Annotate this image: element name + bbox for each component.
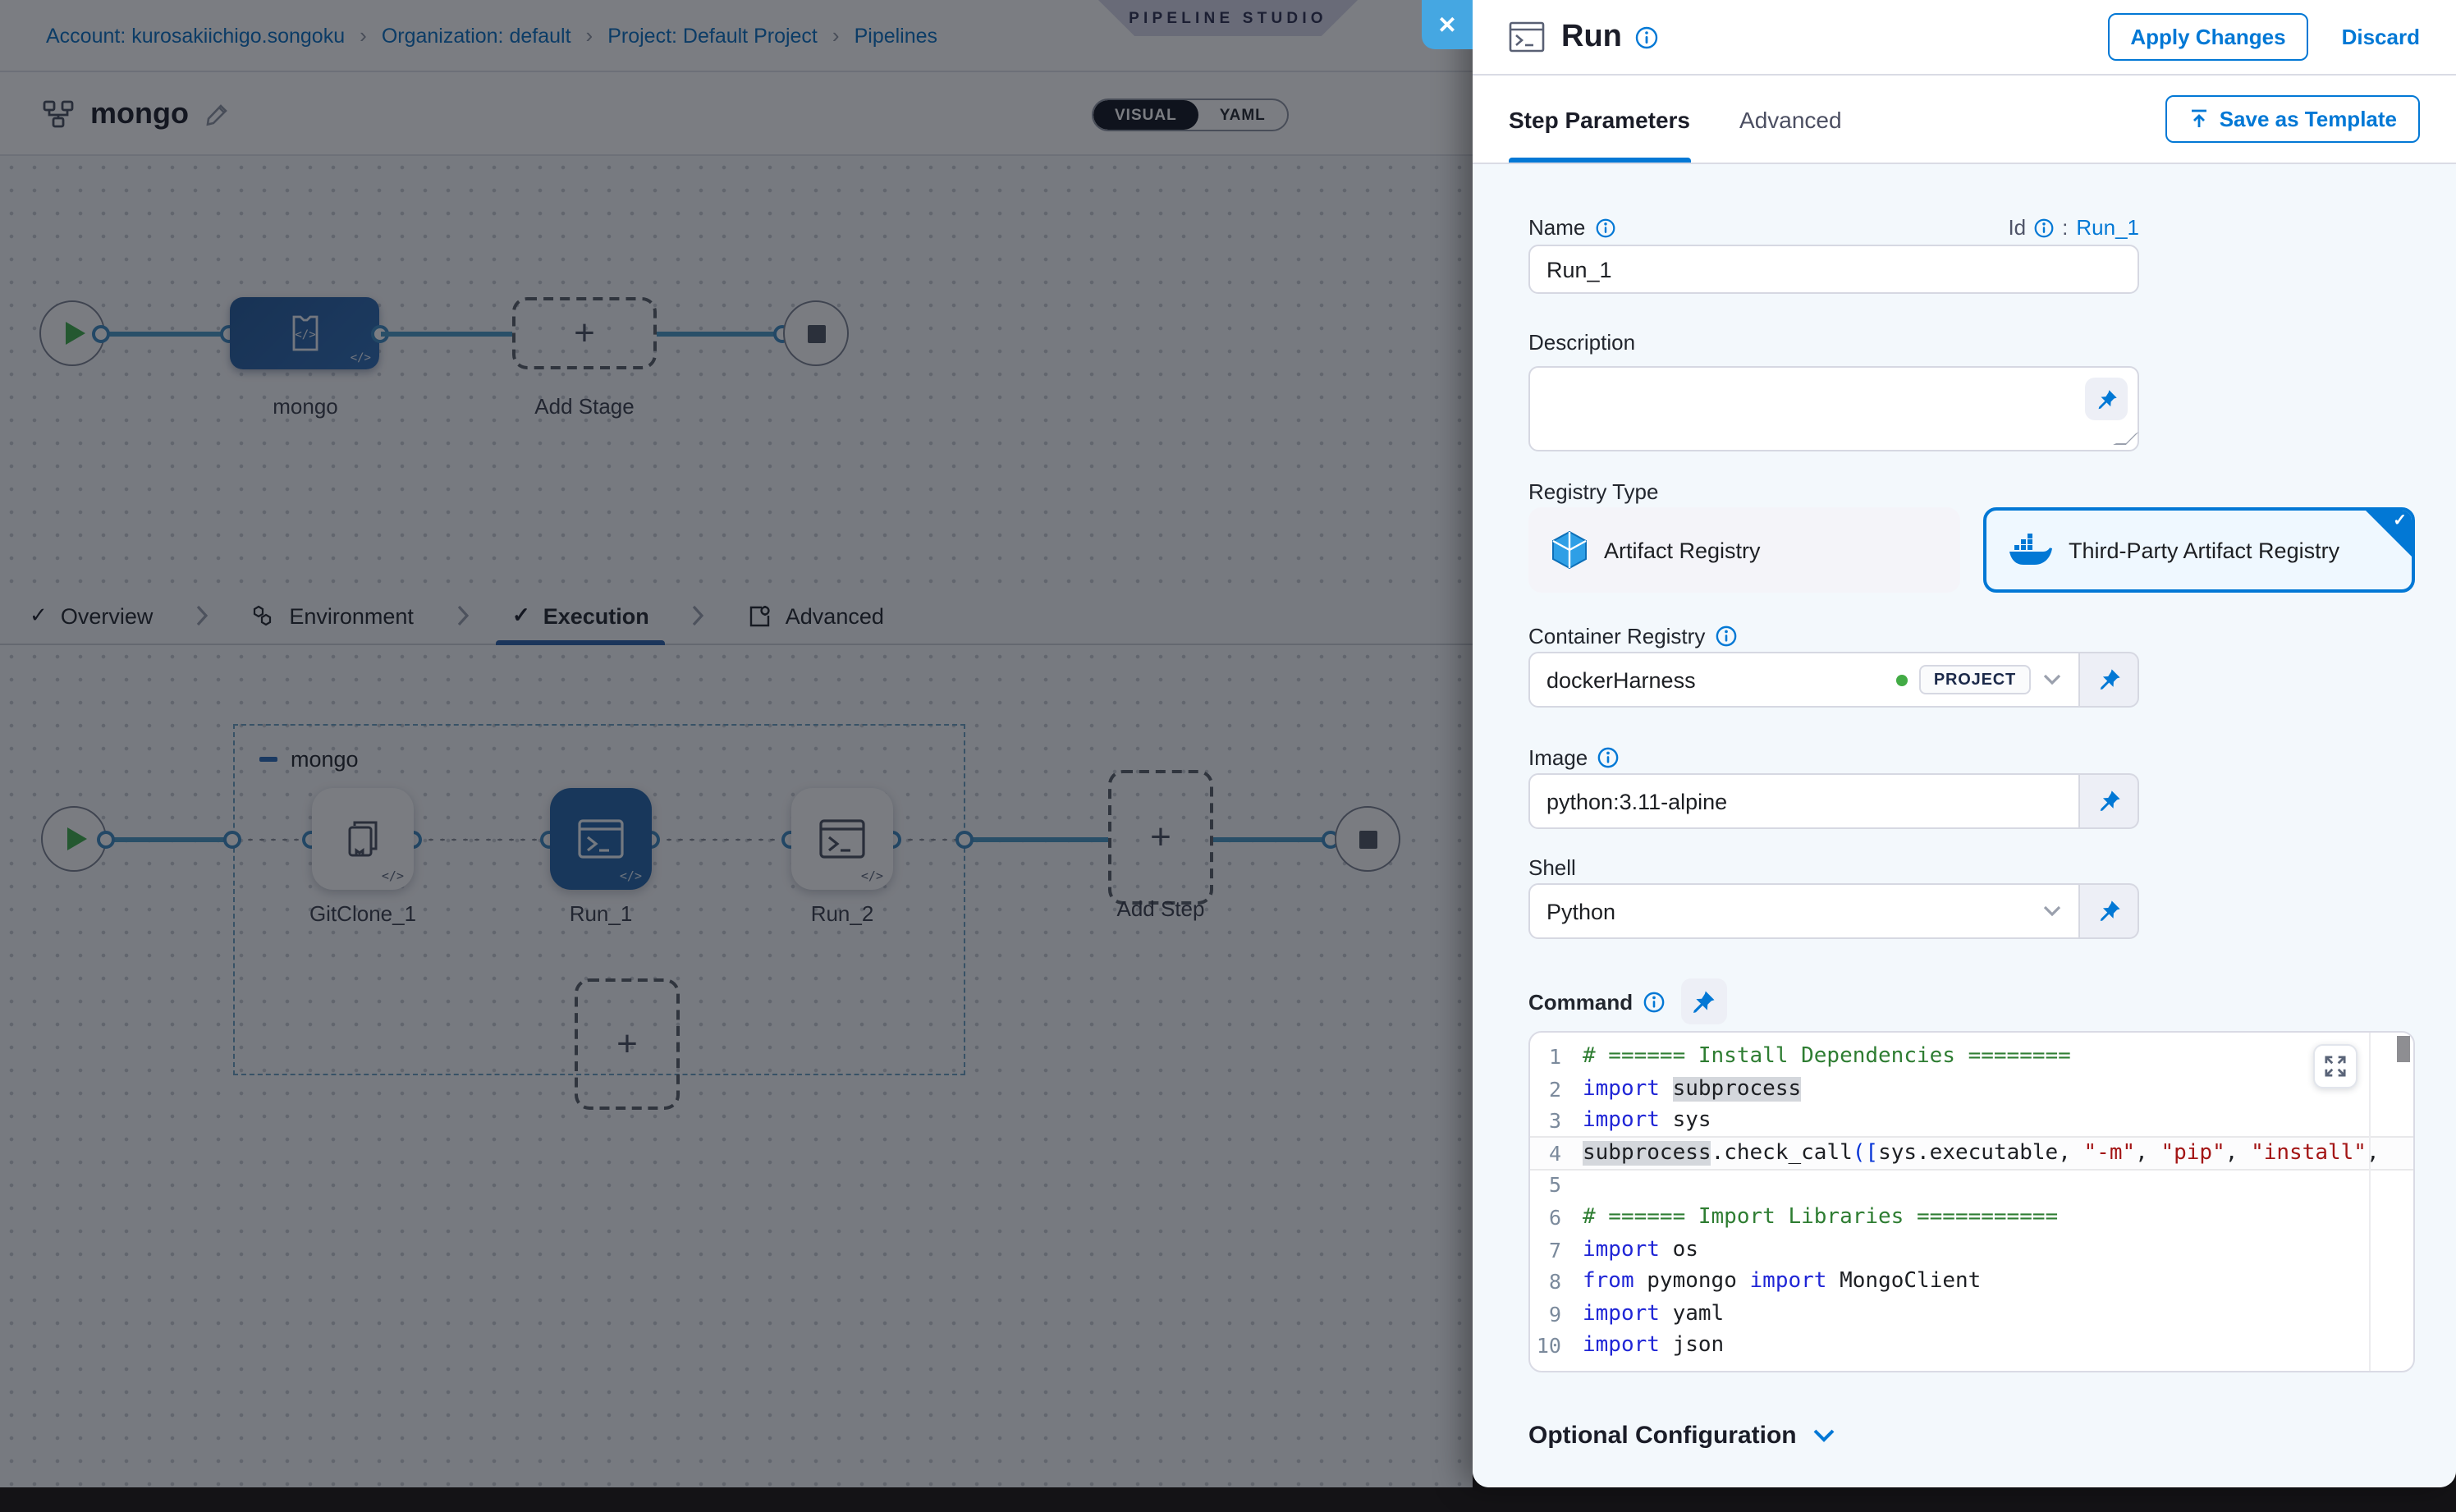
code-line[interactable]: 3import sys bbox=[1530, 1105, 2413, 1137]
code-line[interactable]: 6# ====== Import Libraries =========== bbox=[1530, 1202, 2413, 1234]
pin-icon bbox=[2097, 790, 2120, 813]
modal-dim-overlay[interactable] bbox=[0, 0, 1473, 1487]
save-as-template-button[interactable]: Save as Template bbox=[2165, 95, 2420, 143]
expand-editor-button[interactable] bbox=[2313, 1044, 2357, 1088]
info-icon[interactable] bbox=[1635, 25, 1658, 48]
command-code-editor[interactable]: 1# ====== Install Dependencies ========2… bbox=[1528, 1031, 2415, 1372]
registry-option-third-party-label: Third-Party Artifact Registry bbox=[2069, 538, 2339, 562]
apply-changes-button[interactable]: Apply Changes bbox=[2107, 13, 2308, 61]
description-textarea[interactable] bbox=[1528, 366, 2139, 451]
tab-advanced-drawer[interactable]: Advanced bbox=[1739, 76, 1842, 163]
chevron-down-icon[interactable] bbox=[2042, 905, 2062, 918]
code-line[interactable]: 9import yaml bbox=[1530, 1299, 2413, 1331]
drawer-close-button[interactable]: ✕ bbox=[1422, 0, 1473, 49]
pin-icon bbox=[2097, 900, 2120, 923]
pin-icon bbox=[1691, 989, 1716, 1014]
save-as-template-label: Save as Template bbox=[2220, 107, 2397, 131]
code-line[interactable]: 2import subprocess bbox=[1530, 1073, 2413, 1105]
pin-button[interactable] bbox=[2085, 378, 2128, 420]
drawer-tabs: Step Parameters Advanced Save as Templat… bbox=[1473, 76, 2456, 164]
drawer-header: Run Apply Changes Discard bbox=[1473, 0, 2456, 76]
step-title: Run bbox=[1561, 19, 1622, 55]
chevron-down-icon[interactable] bbox=[2042, 673, 2062, 686]
registry-option-artifact[interactable]: Artifact Registry bbox=[1528, 507, 1960, 593]
code-line[interactable]: 1# ====== Install Dependencies ======== bbox=[1530, 1041, 2413, 1073]
info-icon[interactable] bbox=[1643, 991, 1664, 1012]
pin-icon bbox=[2097, 668, 2120, 691]
code-line[interactable]: 10import json bbox=[1530, 1331, 2413, 1363]
shell-label: Shell bbox=[1528, 855, 2415, 880]
optional-configuration-label: Optional Configuration bbox=[1528, 1422, 1797, 1450]
container-registry-value: dockerHarness bbox=[1546, 667, 1696, 692]
code-line[interactable]: 7import os bbox=[1530, 1234, 2413, 1266]
docker-icon bbox=[2009, 534, 2052, 566]
step-id: Id : Run_1 bbox=[2008, 215, 2139, 240]
container-registry-field[interactable]: dockerHarness PROJECT bbox=[1528, 652, 2139, 708]
registry-type-label: Registry Type bbox=[1528, 479, 2415, 504]
shell-select[interactable]: Python bbox=[1528, 883, 2139, 939]
step-id-value[interactable]: Run_1 bbox=[2076, 215, 2139, 240]
artifact-registry-icon bbox=[1551, 530, 1588, 570]
command-editor-lines: 1# ====== Install Dependencies ========2… bbox=[1530, 1041, 2413, 1363]
pin-button[interactable] bbox=[2080, 773, 2139, 829]
chevron-down-icon bbox=[1813, 1428, 1836, 1443]
name-label: Name bbox=[1528, 215, 1615, 240]
info-icon[interactable] bbox=[1595, 218, 1615, 237]
info-icon[interactable] bbox=[1597, 747, 1619, 768]
pin-button[interactable] bbox=[2080, 883, 2139, 939]
save-template-icon bbox=[2188, 108, 2210, 130]
shell-value: Python bbox=[1546, 899, 1615, 923]
connected-status-dot bbox=[1896, 674, 1908, 685]
container-registry-label: Container Registry bbox=[1528, 624, 2415, 648]
editor-scrollbar[interactable] bbox=[2397, 1036, 2410, 1062]
code-line[interactable]: 5 bbox=[1530, 1170, 2413, 1202]
discard-button[interactable]: Discard bbox=[2342, 25, 2420, 49]
editor-scroll-track bbox=[2369, 1033, 2371, 1371]
terminal-icon bbox=[1509, 21, 1545, 53]
code-line[interactable]: 8from pymongo import MongoClient bbox=[1530, 1266, 2413, 1298]
registry-option-artifact-label: Artifact Registry bbox=[1604, 538, 1761, 562]
pin-button[interactable] bbox=[2080, 652, 2139, 708]
description-label: Description bbox=[1528, 330, 2415, 355]
step-parameters-form: Name Id : Run_1 Description Registry Typ… bbox=[1473, 164, 2456, 1487]
pin-button[interactable] bbox=[1680, 978, 1726, 1024]
info-icon[interactable] bbox=[2034, 218, 2054, 237]
name-input[interactable] bbox=[1528, 245, 2139, 294]
image-field[interactable]: python:3.11-alpine bbox=[1528, 773, 2139, 829]
image-value: python:3.11-alpine bbox=[1546, 789, 1727, 813]
info-icon[interactable] bbox=[1715, 625, 1736, 647]
code-line[interactable]: 4subprocess.check_call([sys.executable, … bbox=[1530, 1138, 2413, 1170]
tab-step-parameters[interactable]: Step Parameters bbox=[1509, 76, 1690, 163]
pin-icon bbox=[2096, 388, 2117, 410]
step-config-drawer: Run Apply Changes Discard Step Parameter… bbox=[1473, 0, 2456, 1487]
command-label: Command bbox=[1528, 989, 1664, 1014]
registry-option-third-party[interactable]: Third-Party Artifact Registry ✓ bbox=[1983, 507, 2415, 593]
resize-handle[interactable] bbox=[2113, 432, 2139, 445]
expand-icon bbox=[2325, 1056, 2346, 1077]
scope-badge: PROJECT bbox=[1919, 665, 2031, 694]
image-label: Image bbox=[1528, 745, 2415, 770]
check-icon: ✓ bbox=[2393, 512, 2407, 530]
optional-configuration-toggle[interactable]: Optional Configuration bbox=[1528, 1422, 2415, 1450]
